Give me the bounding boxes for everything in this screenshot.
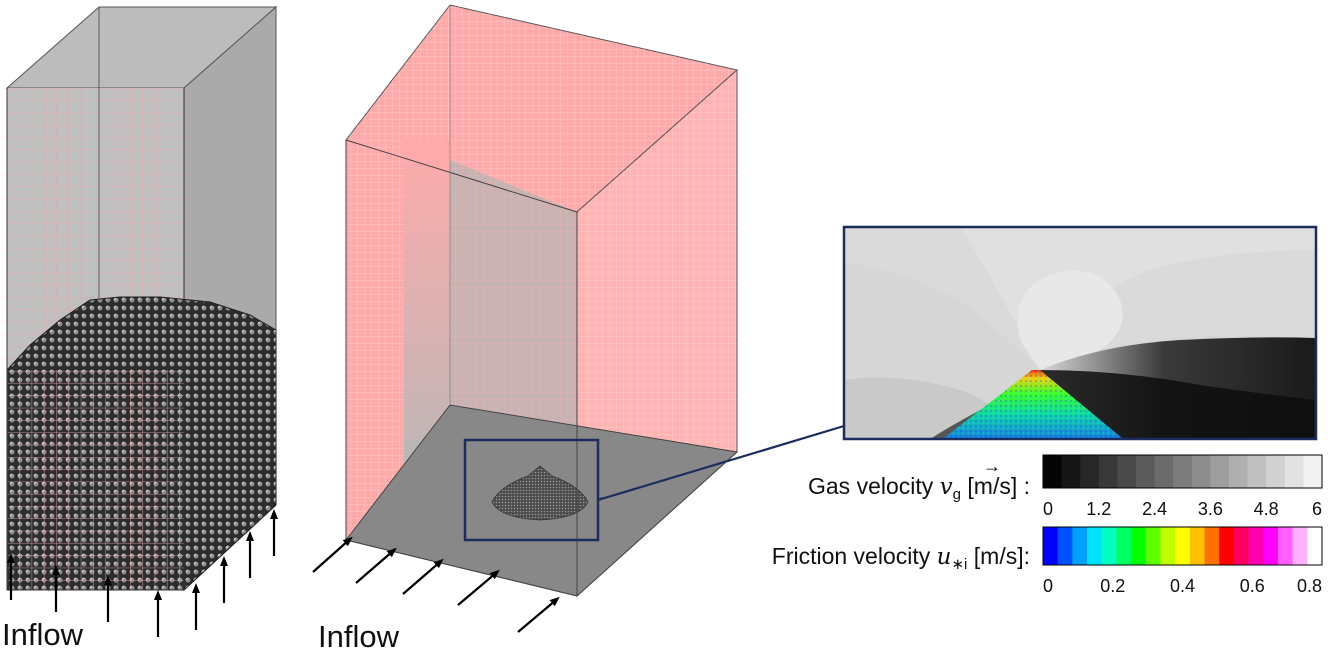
- particle-heap: [491, 465, 589, 521]
- colorbar-tick-label: 0: [1043, 576, 1053, 596]
- colorbar-tick-label: 0.2: [1100, 576, 1125, 596]
- colorbar-swatch: [1116, 527, 1132, 565]
- colorbar-tick-label: 4.8: [1254, 499, 1279, 519]
- gas-velocity-colorbar: [1042, 454, 1323, 489]
- colorbar-swatch: [1277, 527, 1294, 565]
- zoom-connector-line: [597, 496, 604, 502]
- colorbar-tick-label: 0.6: [1240, 576, 1265, 596]
- colorbar-frame: [1042, 526, 1323, 566]
- colorbar-swatch: [1117, 455, 1137, 488]
- colorbar-tick-label: 0: [1043, 499, 1053, 519]
- colorbar-swatch: [1303, 455, 1323, 488]
- colorbar-swatch: [1061, 455, 1081, 488]
- colorbar-swatch: [1145, 527, 1161, 565]
- colorbar-swatch: [1131, 527, 1147, 565]
- colorbar-swatch: [1080, 455, 1100, 488]
- colorbar-swatch: [1307, 527, 1323, 565]
- colorbar-swatch: [1101, 527, 1117, 565]
- colorbar-swatch: [1229, 455, 1249, 488]
- colorbar-swatch: [1189, 527, 1206, 565]
- colorbar-swatch: [1057, 527, 1073, 565]
- inflow-arrow: [355, 547, 397, 584]
- colorbar-swatch: [1175, 527, 1191, 565]
- gas-velocity-ticks: 0 1.2 2.4 3.6 4.8 6: [1043, 499, 1322, 519]
- middle-inflow-arrows: [312, 536, 560, 633]
- colorbar-swatch: [1136, 455, 1156, 488]
- colorbar-swatch: [1173, 455, 1193, 488]
- colorbar-swatch: [1247, 455, 1267, 488]
- colorbar-tick-label: 1.2: [1086, 499, 1111, 519]
- colorbar-swatch: [1219, 527, 1235, 565]
- middle-domain: [345, 4, 739, 598]
- left-domain: [5, 5, 278, 592]
- colorbar-frame: [1042, 454, 1323, 489]
- left-inflow-arrows: [7, 509, 278, 637]
- zoom-region-box: [463, 438, 600, 542]
- colorbar-swatch: [1263, 527, 1279, 565]
- colorbar-swatch: [1210, 455, 1230, 488]
- friction-velocity-ticks: 0 0.2 0.4 0.6 0.8: [1043, 576, 1322, 596]
- colorbar-swatch: [1204, 527, 1220, 565]
- left-inflow-label: Inflow: [2, 617, 84, 651]
- colorbar-swatch: [1043, 527, 1059, 565]
- colorbar-swatch: [1292, 527, 1308, 565]
- inflow-arrow: [402, 558, 444, 595]
- gas-velocity-label: Gas velocity vg [m/s] :: [808, 473, 1030, 503]
- middle-inflow-label: Inflow: [318, 619, 400, 651]
- friction-velocity-label: Friction velocity u∗i [m/s]:: [772, 543, 1030, 573]
- colorbar-swatch: [1191, 455, 1211, 488]
- friction-velocity-colorbar: [1042, 526, 1323, 566]
- colorbar-swatch: [1072, 527, 1088, 565]
- colorbar-tick-label: 0.8: [1297, 576, 1322, 596]
- svg-text:→: →: [983, 456, 1001, 476]
- colorbar-swatch: [1087, 527, 1103, 565]
- inflow-arrow: [312, 536, 353, 573]
- colorbar-swatch: [1284, 455, 1304, 488]
- gas-velocity-legend: Gas velocity vg [m/s] : → 0 1.2 2.4 3.6 4.8 6: [808, 454, 1323, 519]
- colorbar-tick-label: 6: [1312, 499, 1322, 519]
- colorbar-swatch: [1154, 455, 1174, 488]
- colorbar-swatch: [1043, 455, 1063, 488]
- zoom-connector-line: [597, 424, 845, 502]
- colorbar-swatch: [1266, 455, 1286, 488]
- colorbar-swatch: [1160, 527, 1176, 565]
- colorbar-tick-label: 2.4: [1142, 499, 1167, 519]
- inflow-arrow: [517, 596, 560, 633]
- colorbar-tick-label: 0.4: [1170, 576, 1195, 596]
- inset-contour-plot: [842, 225, 1318, 441]
- inflow-arrow: [457, 569, 500, 606]
- colorbar-tick-label: 3.6: [1198, 499, 1223, 519]
- colorbar-swatch: [1098, 455, 1118, 488]
- colorbar-swatch: [1233, 527, 1250, 565]
- colorbar-swatch: [1248, 527, 1264, 565]
